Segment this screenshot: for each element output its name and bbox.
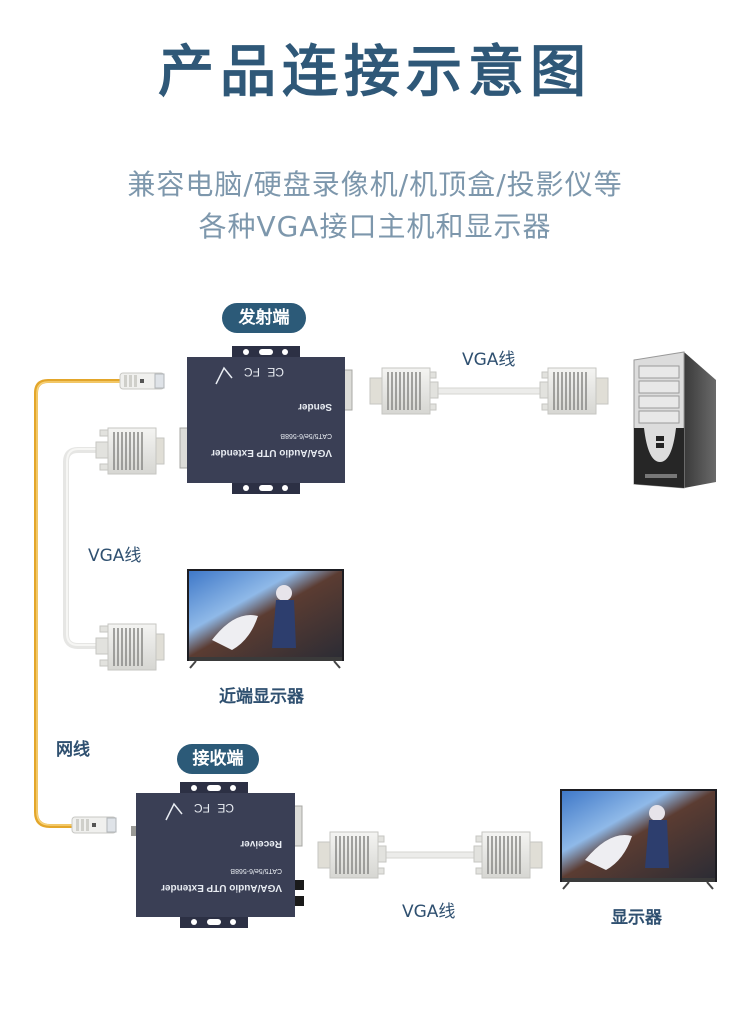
- page-title: 产品连接示意图: [158, 40, 592, 105]
- vga-cable-local: [63, 447, 98, 649]
- sender-device-name: Sender: [298, 401, 332, 412]
- vga-cable-remote: [317, 831, 543, 879]
- subtitle-line-1: 兼容电脑/硬盘录像机/机顶盒/投影仪等: [127, 168, 623, 201]
- remote-display-icon: [560, 789, 717, 890]
- vga-cable-remote-label: VGA线: [402, 902, 456, 922]
- vga-cable-local-label: VGA线: [88, 546, 142, 566]
- receiver-device-name: Receiver: [240, 838, 282, 849]
- sender-fc-mark: FC: [244, 365, 260, 379]
- receiver-cable-spec: CAT5/5e/6-568B: [230, 867, 282, 874]
- receiver-product-line: VGA/Audio UTP Extender: [161, 882, 282, 893]
- pc-tower-icon: [633, 351, 716, 489]
- sender-ce-mark: CE: [267, 365, 284, 379]
- vga-connector-local-bottom: [95, 623, 165, 671]
- network-cable: [34, 379, 122, 828]
- subtitle-line-2: 各种VGA接口主机和显示器: [198, 210, 552, 243]
- rj45-plug-sender: [119, 372, 165, 390]
- receiver-badge: 接收端: [177, 744, 259, 774]
- vga-connector-local-top: [95, 427, 165, 475]
- sender-device: VGA/Audio UTP Extender CAT5/5e/6-568B Se…: [179, 346, 353, 494]
- sender-badge: 发射端: [222, 303, 306, 333]
- receiver-device: VGA/Audio UTP Extender CAT5/5e/6-568B Re…: [131, 782, 304, 928]
- rj45-plug-receiver: [71, 816, 117, 834]
- near-display-icon: [187, 569, 344, 669]
- receiver-ce-mark: CE: [217, 801, 234, 815]
- near-display-label: 近端显示器: [219, 687, 304, 707]
- vga-cable-host-label: VGA线: [462, 350, 516, 370]
- vga-cable-host: [369, 367, 609, 415]
- network-cable-label: 网线: [56, 740, 90, 760]
- sender-cable-spec: CAT5/5e/6-568B: [280, 432, 332, 439]
- sender-product-line: VGA/Audio UTP Extender: [211, 447, 332, 458]
- remote-display-label: 显示器: [611, 908, 662, 928]
- receiver-fc-mark: FC: [194, 801, 210, 815]
